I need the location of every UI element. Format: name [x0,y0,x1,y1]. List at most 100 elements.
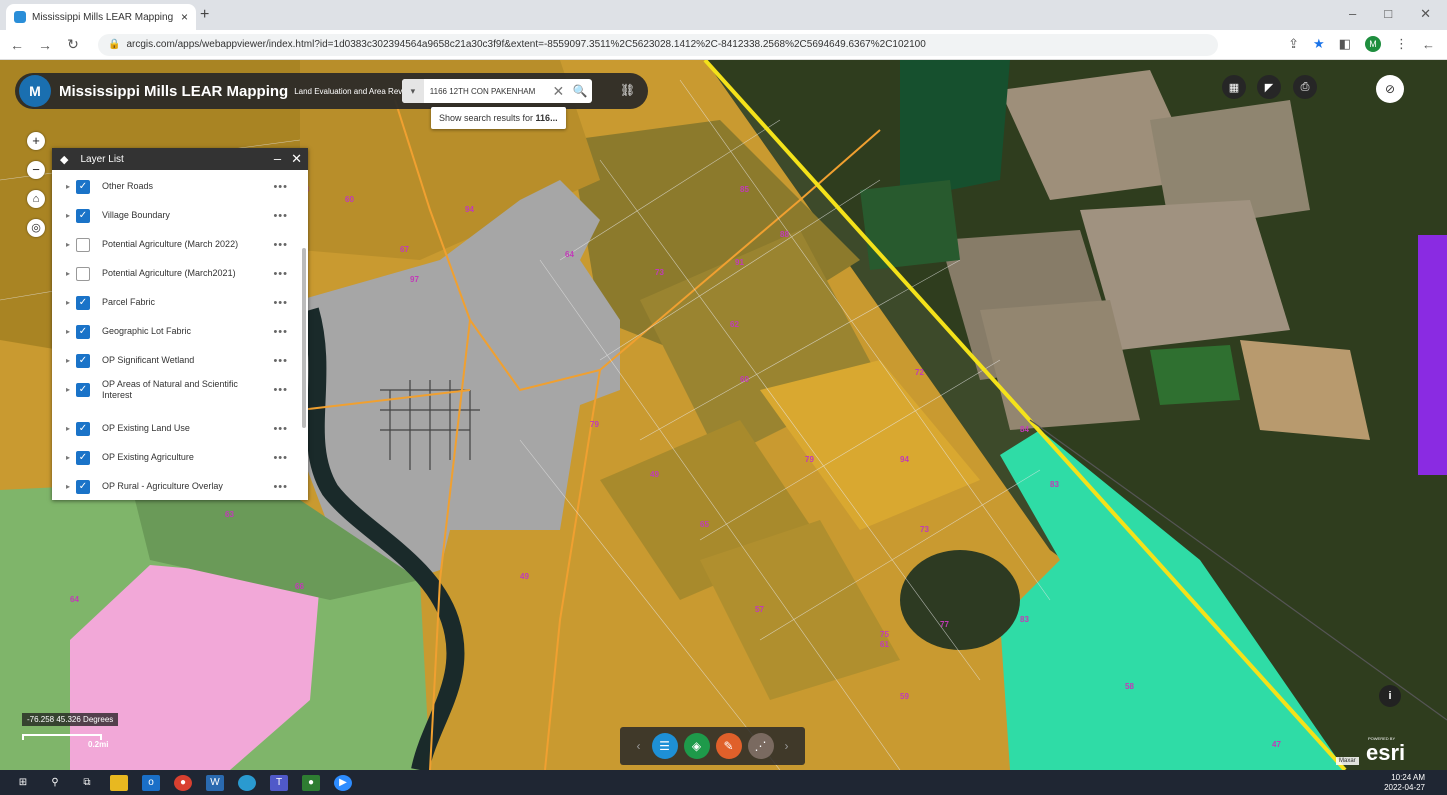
expand-arrow-icon[interactable]: ▸ [65,385,70,394]
layer-row[interactable]: ▸✓OP Existing Land Use••• [52,414,300,443]
tab-close-icon[interactable]: × [180,10,188,24]
expand-arrow-icon[interactable]: ▸ [65,424,70,433]
layer-options-icon[interactable]: ••• [273,422,288,435]
layer-options-icon[interactable]: ••• [273,296,288,309]
field-east-3 [1080,200,1290,350]
layer-row[interactable]: ▸✓Other Roads••• [52,172,300,201]
layer-options-icon[interactable]: ••• [273,325,288,338]
new-tab-button[interactable]: + [200,6,210,23]
outlook-icon[interactable]: o [142,774,160,791]
layer-checkbox[interactable] [76,237,90,252]
esri-logo[interactable]: esri [1366,740,1406,765]
zoom-app-icon[interactable]: ▶ [334,774,352,791]
layer-checkbox[interactable]: ✓ [76,324,90,339]
layer-list-scrollbar[interactable] [302,248,306,428]
share-icon[interactable]: ⇪ [1288,36,1300,51]
layer-row[interactable]: ▸✓OP Rural - Agriculture Overlay••• [52,472,300,500]
layer-checkbox[interactable]: ✓ [76,479,90,494]
forward-arrow-icon[interactable]: → [38,36,52,53]
expand-arrow-icon[interactable]: ▸ [65,269,70,278]
link-icon[interactable]: ⛓ [620,83,636,97]
layer-options-icon[interactable]: ••• [273,209,288,222]
layer-options-icon[interactable]: ••• [273,383,288,396]
search-icon[interactable]: 🔍 [572,84,588,98]
url-field[interactable]: 🔒 arcgis.com/apps/webappviewer/index.htm… [98,33,1218,56]
task-view-icon[interactable]: ⧉ [83,777,91,788]
draw-widget-icon[interactable]: ✎ [715,733,742,759]
layer-checkbox[interactable]: ✓ [76,382,90,397]
layer-row[interactable]: ▸✓Parcel Fabric••• [52,288,300,317]
layer-options-icon[interactable]: ••• [273,180,288,193]
layer-checkbox[interactable]: ✓ [76,208,90,223]
clear-search-icon[interactable]: ✕ [552,82,565,99]
search-suggestion[interactable]: Show search results for 116... [431,107,566,129]
print-icon[interactable]: ⎙ [1293,75,1317,99]
taskbar-clock[interactable]: 10:24 AM 2022-04-27 [1384,773,1425,793]
basemap-gallery-icon[interactable]: ▦ [1222,75,1246,99]
zoom-in-button[interactable]: + [27,132,45,150]
map-view[interactable]: 8894646067978573918862604979655772848394… [0,60,1447,770]
side-panel-arrow-icon[interactable]: ← [1422,36,1435,52]
layer-list-widget-icon[interactable]: ☰ [651,733,678,759]
measure-widget-icon[interactable]: ⋰ [747,733,774,759]
bookmark-star-icon[interactable]: ★ [1313,36,1325,51]
layer-options-icon[interactable]: ••• [273,451,288,464]
browser-menu-icon[interactable]: ⋮ [1395,36,1408,51]
layer-checkbox[interactable]: ✓ [76,295,90,310]
layer-row[interactable]: ▸Potential Agriculture (March 2022)••• [52,230,300,259]
chrome-active-icon[interactable]: ● [302,774,320,791]
home-icon[interactable]: ⌂ [27,190,45,208]
expand-arrow-icon[interactable]: ▸ [65,298,70,307]
layer-checkbox[interactable] [76,266,90,281]
layer-row[interactable]: ▸Potential Agriculture (March2021)••• [52,259,300,288]
layer-checkbox[interactable]: ✓ [76,179,90,194]
browser-tab[interactable]: Mississippi Mills LEAR Mapping × [6,4,196,30]
teams-icon[interactable]: T [270,774,288,791]
layer-row[interactable]: ▸✓Village Boundary••• [52,201,300,230]
layer-checkbox[interactable]: ✓ [76,450,90,465]
layer-row[interactable]: ▸✓OP Existing Agriculture••• [52,443,300,472]
expand-arrow-icon[interactable]: ▸ [65,453,70,462]
layer-options-icon[interactable]: ••• [273,267,288,280]
maximize-window-button[interactable]: □ [1384,6,1393,21]
search-taskbar-icon[interactable]: ⚲ [51,777,59,788]
expand-arrow-icon[interactable]: ▸ [65,356,70,365]
chevron-right-icon[interactable]: › [784,739,789,753]
app-subtitle: Land Evaluation and Area Review [294,86,415,96]
close-panel-button[interactable]: ✕ [291,151,302,166]
zoom-out-button[interactable]: − [27,161,45,179]
layer-checkbox[interactable]: ✓ [76,421,90,436]
search-input[interactable] [429,86,549,96]
reload-icon[interactable]: ↻ [67,36,79,52]
layers-widget-icon[interactable]: ◈ [683,733,710,759]
expand-arrow-icon[interactable]: ▸ [65,240,70,249]
file-explorer-icon[interactable] [110,774,128,791]
chrome-icon[interactable]: ● [174,774,192,791]
layer-options-icon[interactable]: ••• [273,238,288,251]
minimize-window-button[interactable]: – [1349,6,1357,21]
hide-visibility-icon[interactable]: ⊘ [1376,75,1404,103]
layer-options-icon[interactable]: ••• [273,354,288,367]
legend-icon[interactable]: ◤ [1257,75,1281,99]
expand-arrow-icon[interactable]: ▸ [65,182,70,191]
profile-avatar[interactable]: M [1365,36,1381,52]
layer-row[interactable]: ▸✓Geographic Lot Fabric••• [52,317,300,346]
layer-options-icon[interactable]: ••• [273,480,288,493]
windows-start-icon[interactable]: ⊞ [18,777,28,788]
layer-row[interactable]: ▸✓OP Areas of Natural and Scientific Int… [52,375,300,404]
locate-icon[interactable]: ◎ [27,219,45,237]
close-window-button[interactable]: ✕ [1420,6,1431,21]
layer-checkbox[interactable]: ✓ [76,353,90,368]
back-arrow-icon[interactable]: ← [10,36,24,53]
expand-arrow-icon[interactable]: ▸ [65,482,70,491]
chevron-left-icon[interactable]: ‹ [636,739,641,753]
expand-arrow-icon[interactable]: ▸ [65,211,70,220]
search-source-dropdown-icon[interactable]: ▾ [402,79,424,103]
sidebar-icon[interactable]: ◧ [1338,36,1351,51]
app-icon-vshape[interactable]: W [206,774,224,791]
minimize-panel-button[interactable]: – [273,151,282,166]
layer-row[interactable]: ▸✓OP Significant Wetland••• [52,346,300,375]
about-info-icon[interactable]: i [1379,685,1401,707]
expand-arrow-icon[interactable]: ▸ [65,327,70,336]
browser-globe-icon[interactable] [238,774,256,791]
